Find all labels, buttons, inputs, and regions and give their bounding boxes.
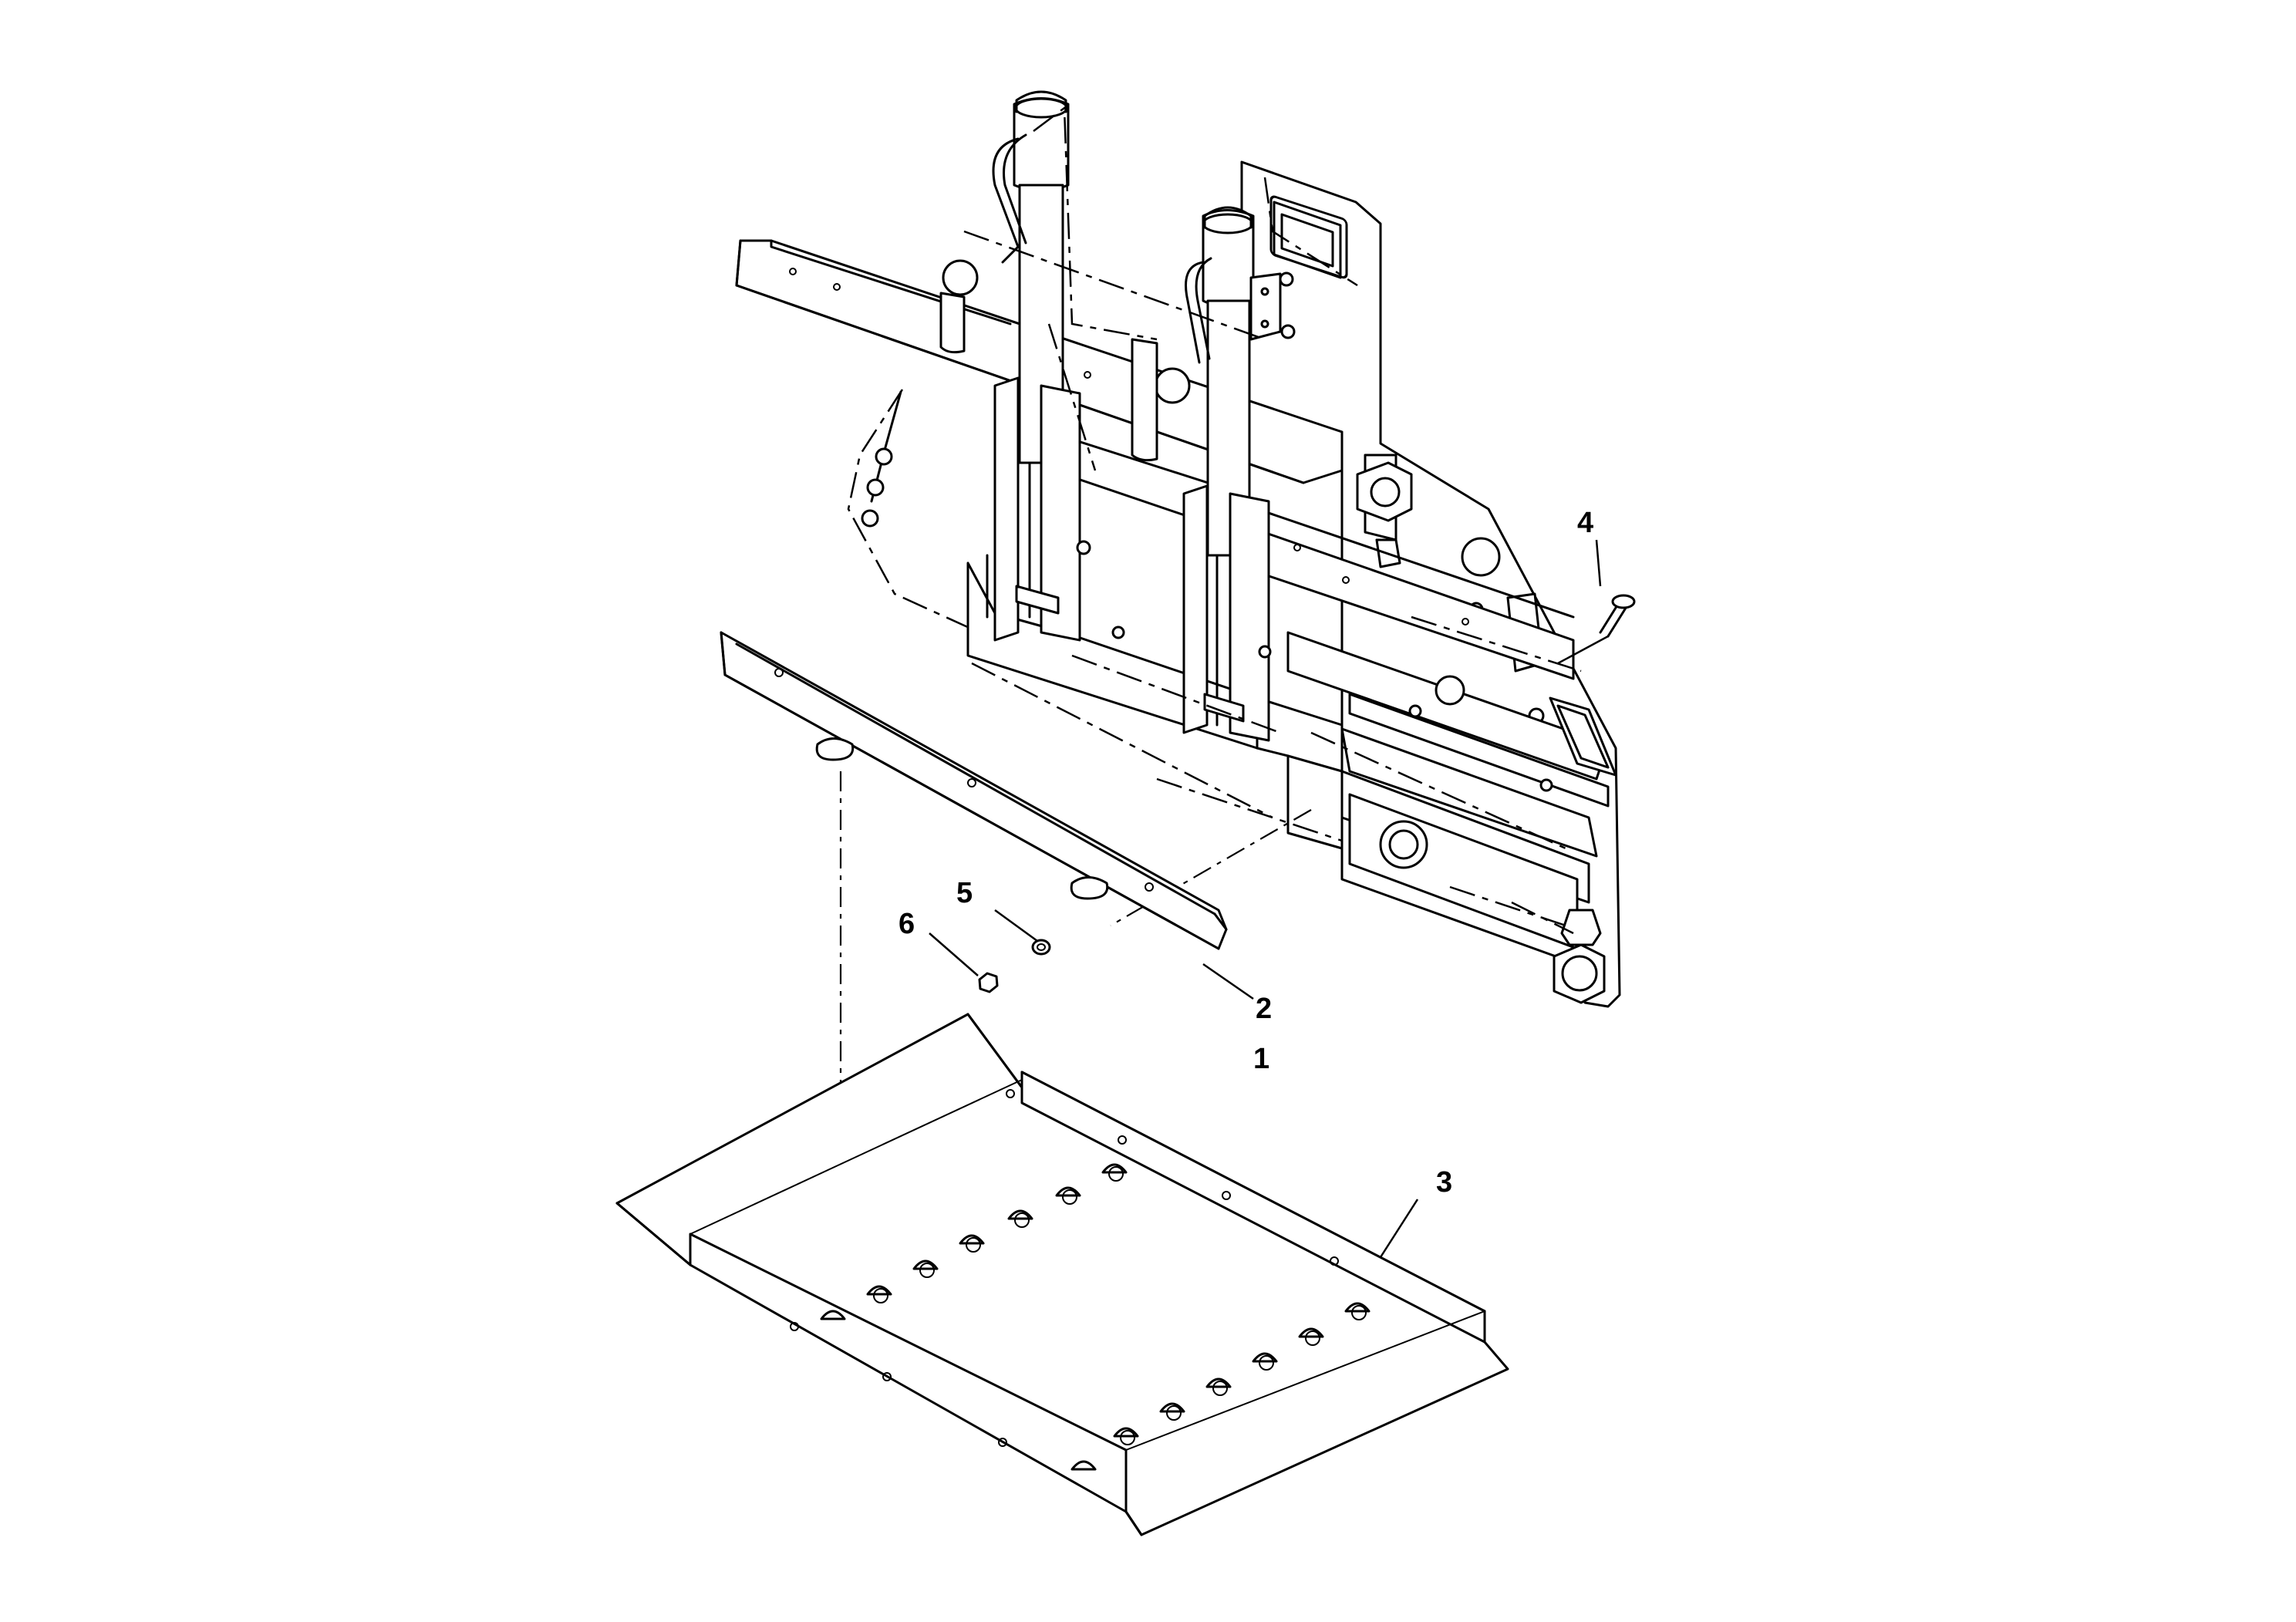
callout-6: 6 bbox=[899, 908, 915, 940]
callout-3: 3 bbox=[1436, 1166, 1452, 1199]
nut-part-6 bbox=[978, 972, 999, 993]
left-cylinder bbox=[939, 90, 1081, 642]
bolt-part-4 bbox=[1557, 594, 1636, 665]
leader-lines bbox=[929, 539, 1602, 1258]
callout-1: 1 bbox=[1253, 1043, 1269, 1075]
callout-5: 5 bbox=[956, 877, 973, 909]
dome-fasteners bbox=[820, 1163, 1371, 1471]
right-cylinder bbox=[1131, 206, 1296, 742]
hex-nuts bbox=[1076, 540, 1553, 792]
callout-4: 4 bbox=[1577, 507, 1593, 539]
angle-bracket bbox=[720, 631, 1228, 950]
floor-pan bbox=[615, 1013, 1509, 1536]
callout-2: 2 bbox=[1256, 993, 1272, 1025]
left-side-plate bbox=[847, 389, 980, 634]
washer-part-5 bbox=[1031, 939, 1051, 956]
